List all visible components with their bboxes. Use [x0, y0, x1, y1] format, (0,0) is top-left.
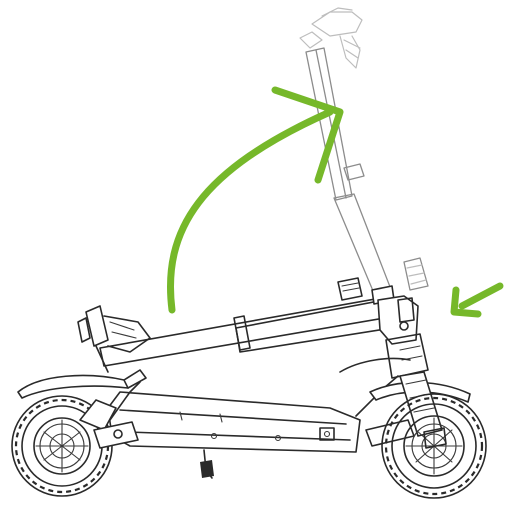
curved-arrow-icon — [170, 90, 340, 310]
scooter-deck — [108, 359, 410, 479]
upright-stem-ghost — [300, 8, 428, 298]
fold-hinge — [378, 296, 428, 378]
push-arrow-icon — [454, 286, 500, 314]
folded-stem — [78, 278, 396, 372]
